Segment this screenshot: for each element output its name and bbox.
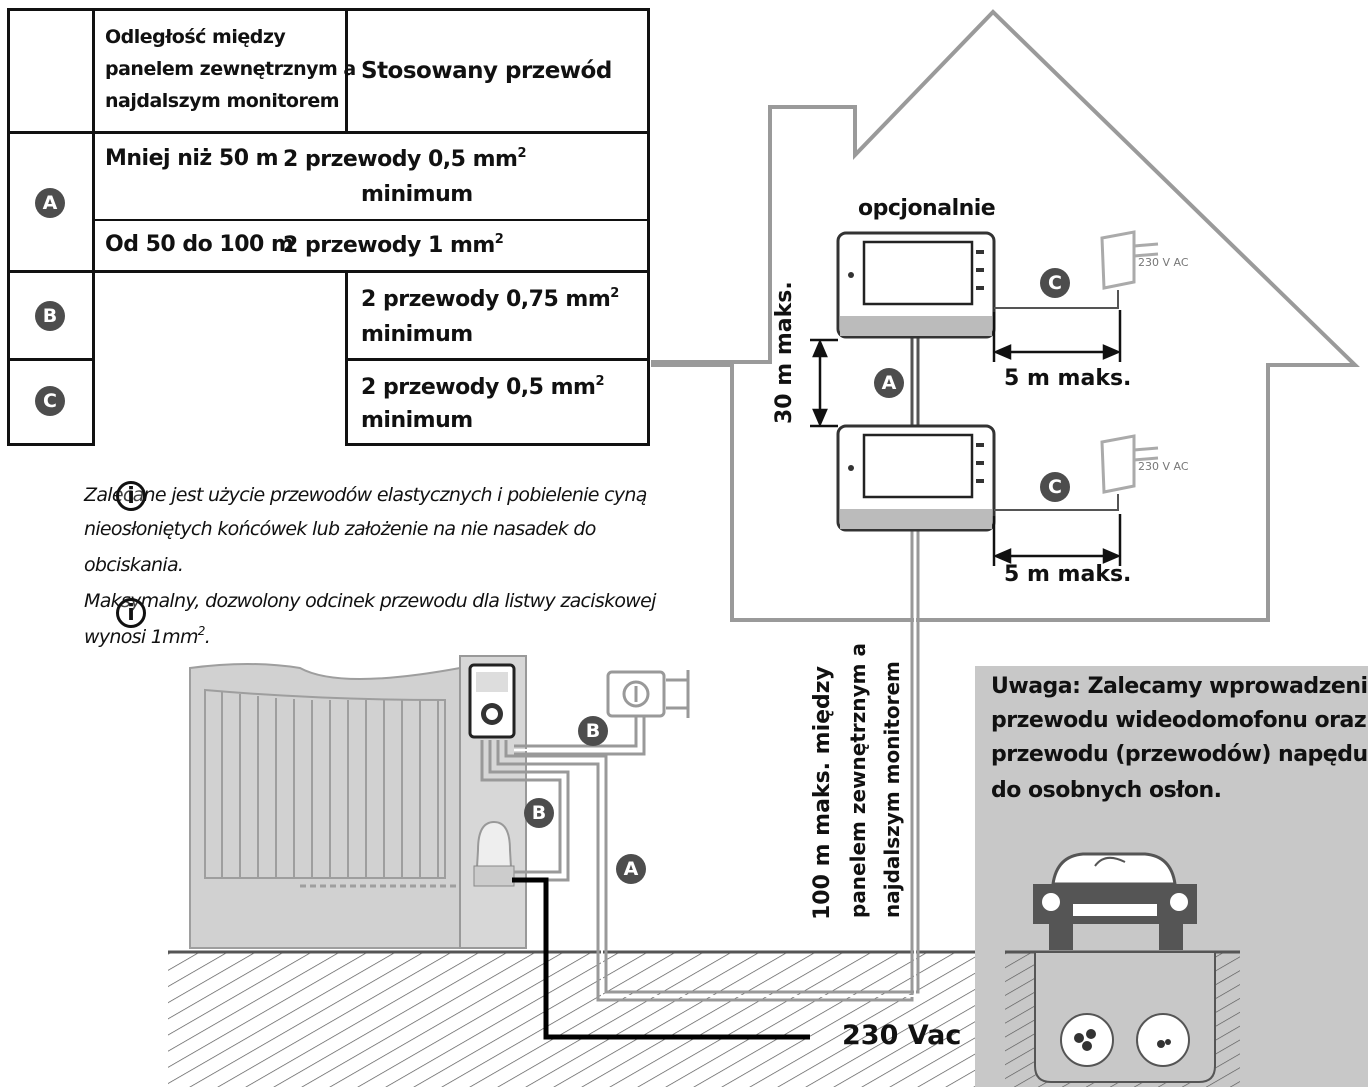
wire-b-lock	[514, 716, 646, 756]
row2-distance: Od 50 do 100 m	[105, 232, 294, 257]
row1-wire: 2 przewody 0,5 mm2	[283, 146, 527, 172]
adapter-distance-arrow-2	[992, 514, 1122, 566]
cable-spec-table: Odległość między panelem zewnętrznym a n…	[7, 8, 650, 446]
row2-wire: 2 przewody 1 mm2	[283, 232, 504, 258]
row1-wire-min: minimum	[361, 182, 473, 207]
indoor-monitor-1	[836, 231, 996, 339]
outdoor-panel	[468, 663, 516, 739]
badge-b-lock: B	[578, 716, 608, 746]
info-icon: i	[116, 598, 146, 628]
caution-line-4: do osobnych osłon.	[991, 778, 1222, 803]
note1-line2: nieosłoniętych końcówek lub założenie na…	[84, 518, 596, 540]
note2-line2: wynosi 1mm2.	[84, 624, 211, 648]
badge-c-adapter-1: C	[1040, 268, 1070, 298]
note1-line3: obciskania.	[84, 554, 184, 576]
badge-c: C	[35, 386, 65, 416]
badge-c-adapter-2: C	[1040, 472, 1070, 502]
monitor-spacing-arrow	[810, 338, 838, 428]
mains-cable	[512, 877, 810, 1040]
caution-line-2: przewodu wideodomofonu oraz	[991, 708, 1367, 733]
car-icon	[1033, 852, 1197, 950]
conduit-pipes	[1060, 1013, 1190, 1067]
note1-line1: Zalecane jest użycie przewodów elastyczn…	[84, 484, 647, 506]
mains-label: 230 Vac	[842, 1020, 962, 1051]
max-run-line2: panelem zewnętrznym a	[846, 643, 870, 918]
badge-a-main: A	[616, 854, 646, 884]
row1-distance: Mniej niż 50 m	[105, 146, 279, 171]
indoor-monitor-2	[836, 424, 996, 532]
adapter-distance-arrow-1	[992, 310, 1122, 362]
house-outline	[651, 9, 1360, 622]
electric-lock	[606, 670, 690, 718]
header-wire: Stosowany przewód	[361, 58, 612, 84]
badge-a-monitors: A	[874, 368, 904, 398]
header-distance-line1: Odległość między	[105, 26, 286, 48]
caution-line-3: przewodu (przewodów) napędu	[991, 742, 1368, 767]
header-distance-line2: panelem zewnętrznym a	[105, 58, 356, 80]
power-adapter-1	[1100, 230, 1159, 290]
ground	[168, 952, 980, 1087]
gate-motor	[473, 820, 515, 887]
gate	[189, 663, 470, 949]
optional-label: opcjonalnie	[858, 196, 996, 221]
badge-b: B	[35, 301, 65, 331]
adapter-label-1: 230 V AC	[1138, 256, 1189, 269]
max-run-line3: najdalszym monitorem	[880, 661, 904, 918]
header-distance-line3: najdalszym monitorem	[105, 90, 340, 112]
row4-wire: 2 przewody 0,5 mm2	[361, 374, 605, 400]
adapter-distance-label-2: 5 m maks.	[1004, 562, 1132, 587]
badge-b-motor: B	[524, 798, 554, 828]
note2-line1: Maksymalny, dozwolony odcinek przewodu d…	[84, 590, 656, 612]
caution-box: Uwaga: Zalecamy wprowadzenie przewodu wi…	[975, 666, 1368, 1087]
power-adapter-2	[1100, 434, 1159, 494]
wire-a-main	[496, 530, 920, 1002]
conduit-illustration	[1005, 852, 1240, 1087]
adapter-distance-label-1: 5 m maks.	[1004, 366, 1132, 391]
wire-b-motor	[480, 740, 570, 882]
monitor-spacing-label: 30 m maks.	[772, 281, 797, 424]
row3-wire-min: minimum	[361, 322, 473, 347]
max-run-line1: 100 m maks. między	[810, 666, 835, 920]
caution-line-1: Uwaga: Zalecamy wprowadzenie	[991, 674, 1368, 699]
badge-a: A	[35, 188, 65, 218]
row4-wire-min: minimum	[361, 408, 473, 433]
row3-wire: 2 przewody 0,75 mm2	[361, 286, 619, 312]
info-icon: i	[116, 481, 146, 511]
adapter-label-2: 230 V AC	[1138, 460, 1189, 473]
